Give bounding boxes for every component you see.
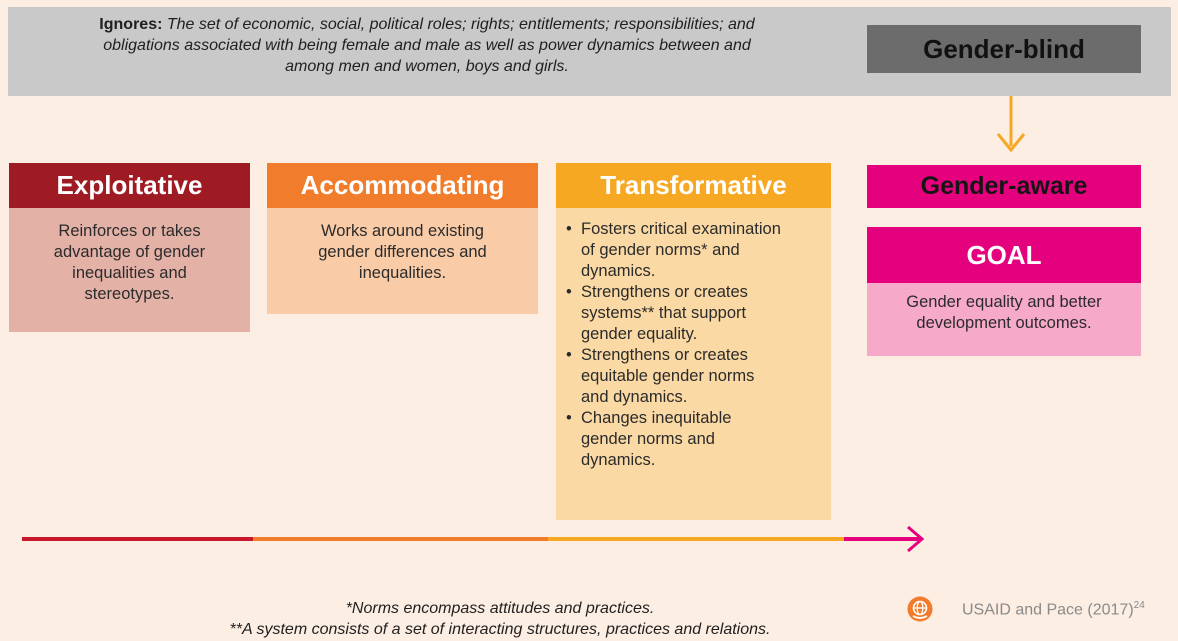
gender-aware-header: Gender-aware xyxy=(867,165,1141,208)
ignores-label: Ignores: xyxy=(99,16,163,33)
transformative-bullet: Fosters critical examination of gender n… xyxy=(566,219,821,282)
transformative-bullet-list: Fosters critical examination of gender n… xyxy=(566,219,821,471)
transformative-bullet: Strengthens or creates systems** that su… xyxy=(566,282,821,345)
transformative-bullet: Strengthens or creates equitable gender … xyxy=(566,345,821,408)
accommodating-description: Works around existing gender differences… xyxy=(267,208,538,314)
transformative-header: Transformative xyxy=(556,163,831,208)
source-footnote-number: 24 xyxy=(1133,600,1145,611)
down-arrow-icon xyxy=(996,96,1026,153)
progression-arrow xyxy=(22,525,925,553)
globe-hand-icon xyxy=(907,596,933,622)
bullet-line: Fosters critical examination xyxy=(581,220,781,238)
exploitative-line: inequalities and xyxy=(72,264,187,282)
accommodating-header: Accommodating xyxy=(267,163,538,208)
bullet-line: equitable gender norms xyxy=(581,367,755,385)
ignores-description: Ignores: The set of economic, social, po… xyxy=(22,14,832,77)
footnotes: *Norms encompass attitudes and practices… xyxy=(100,598,900,640)
ignores-line-2: obligations associated with being female… xyxy=(103,37,751,54)
exploitative-line: Reinforces or takes xyxy=(58,222,201,240)
bullet-line: gender equality. xyxy=(581,325,698,343)
goal-header: GOAL xyxy=(867,227,1141,283)
exploitative-description: Reinforces or takes advantage of gender … xyxy=(9,208,250,332)
accommodating-line: inequalities. xyxy=(358,264,447,282)
bullet-line: and dynamics. xyxy=(581,388,688,406)
transformative-bullet: Changes inequitable gender norms and dyn… xyxy=(566,408,821,471)
accommodating-line: gender differences and xyxy=(318,243,487,261)
bullet-line: of gender norms* and xyxy=(581,241,740,259)
source-label: USAID and Pace (2017) xyxy=(962,601,1134,619)
exploitative-line: stereotypes. xyxy=(84,285,175,303)
footnote-norms: *Norms encompass attitudes and practices… xyxy=(345,600,655,617)
bullet-line: dynamics. xyxy=(581,262,656,280)
ignores-line-3: among men and women, boys and girls. xyxy=(285,58,569,75)
exploitative-line: advantage of gender xyxy=(53,243,206,261)
exploitative-header: Exploitative xyxy=(9,163,250,208)
footnote-system: **A system consists of a set of interact… xyxy=(229,621,771,638)
bullet-line: systems** that support xyxy=(581,304,747,322)
ignores-line-1: The set of economic, social, political r… xyxy=(166,16,755,33)
bullet-line: dynamics. xyxy=(581,451,656,469)
bullet-line: Strengthens or creates xyxy=(581,283,748,301)
goal-line: development outcomes. xyxy=(916,314,1092,332)
goal-description: Gender equality and better development o… xyxy=(867,283,1141,356)
source-citation: USAID and Pace (2017)24 xyxy=(962,600,1145,619)
bullet-line: gender norms and xyxy=(581,430,715,448)
accommodating-line: Works around existing xyxy=(321,222,484,240)
transformative-description: Fosters critical examination of gender n… xyxy=(556,208,831,520)
gender-blind-box: Gender-blind xyxy=(867,25,1141,73)
goal-line: Gender equality and better xyxy=(906,293,1102,311)
bullet-line: Strengthens or creates xyxy=(581,346,748,364)
bullet-line: Changes inequitable xyxy=(581,409,732,427)
